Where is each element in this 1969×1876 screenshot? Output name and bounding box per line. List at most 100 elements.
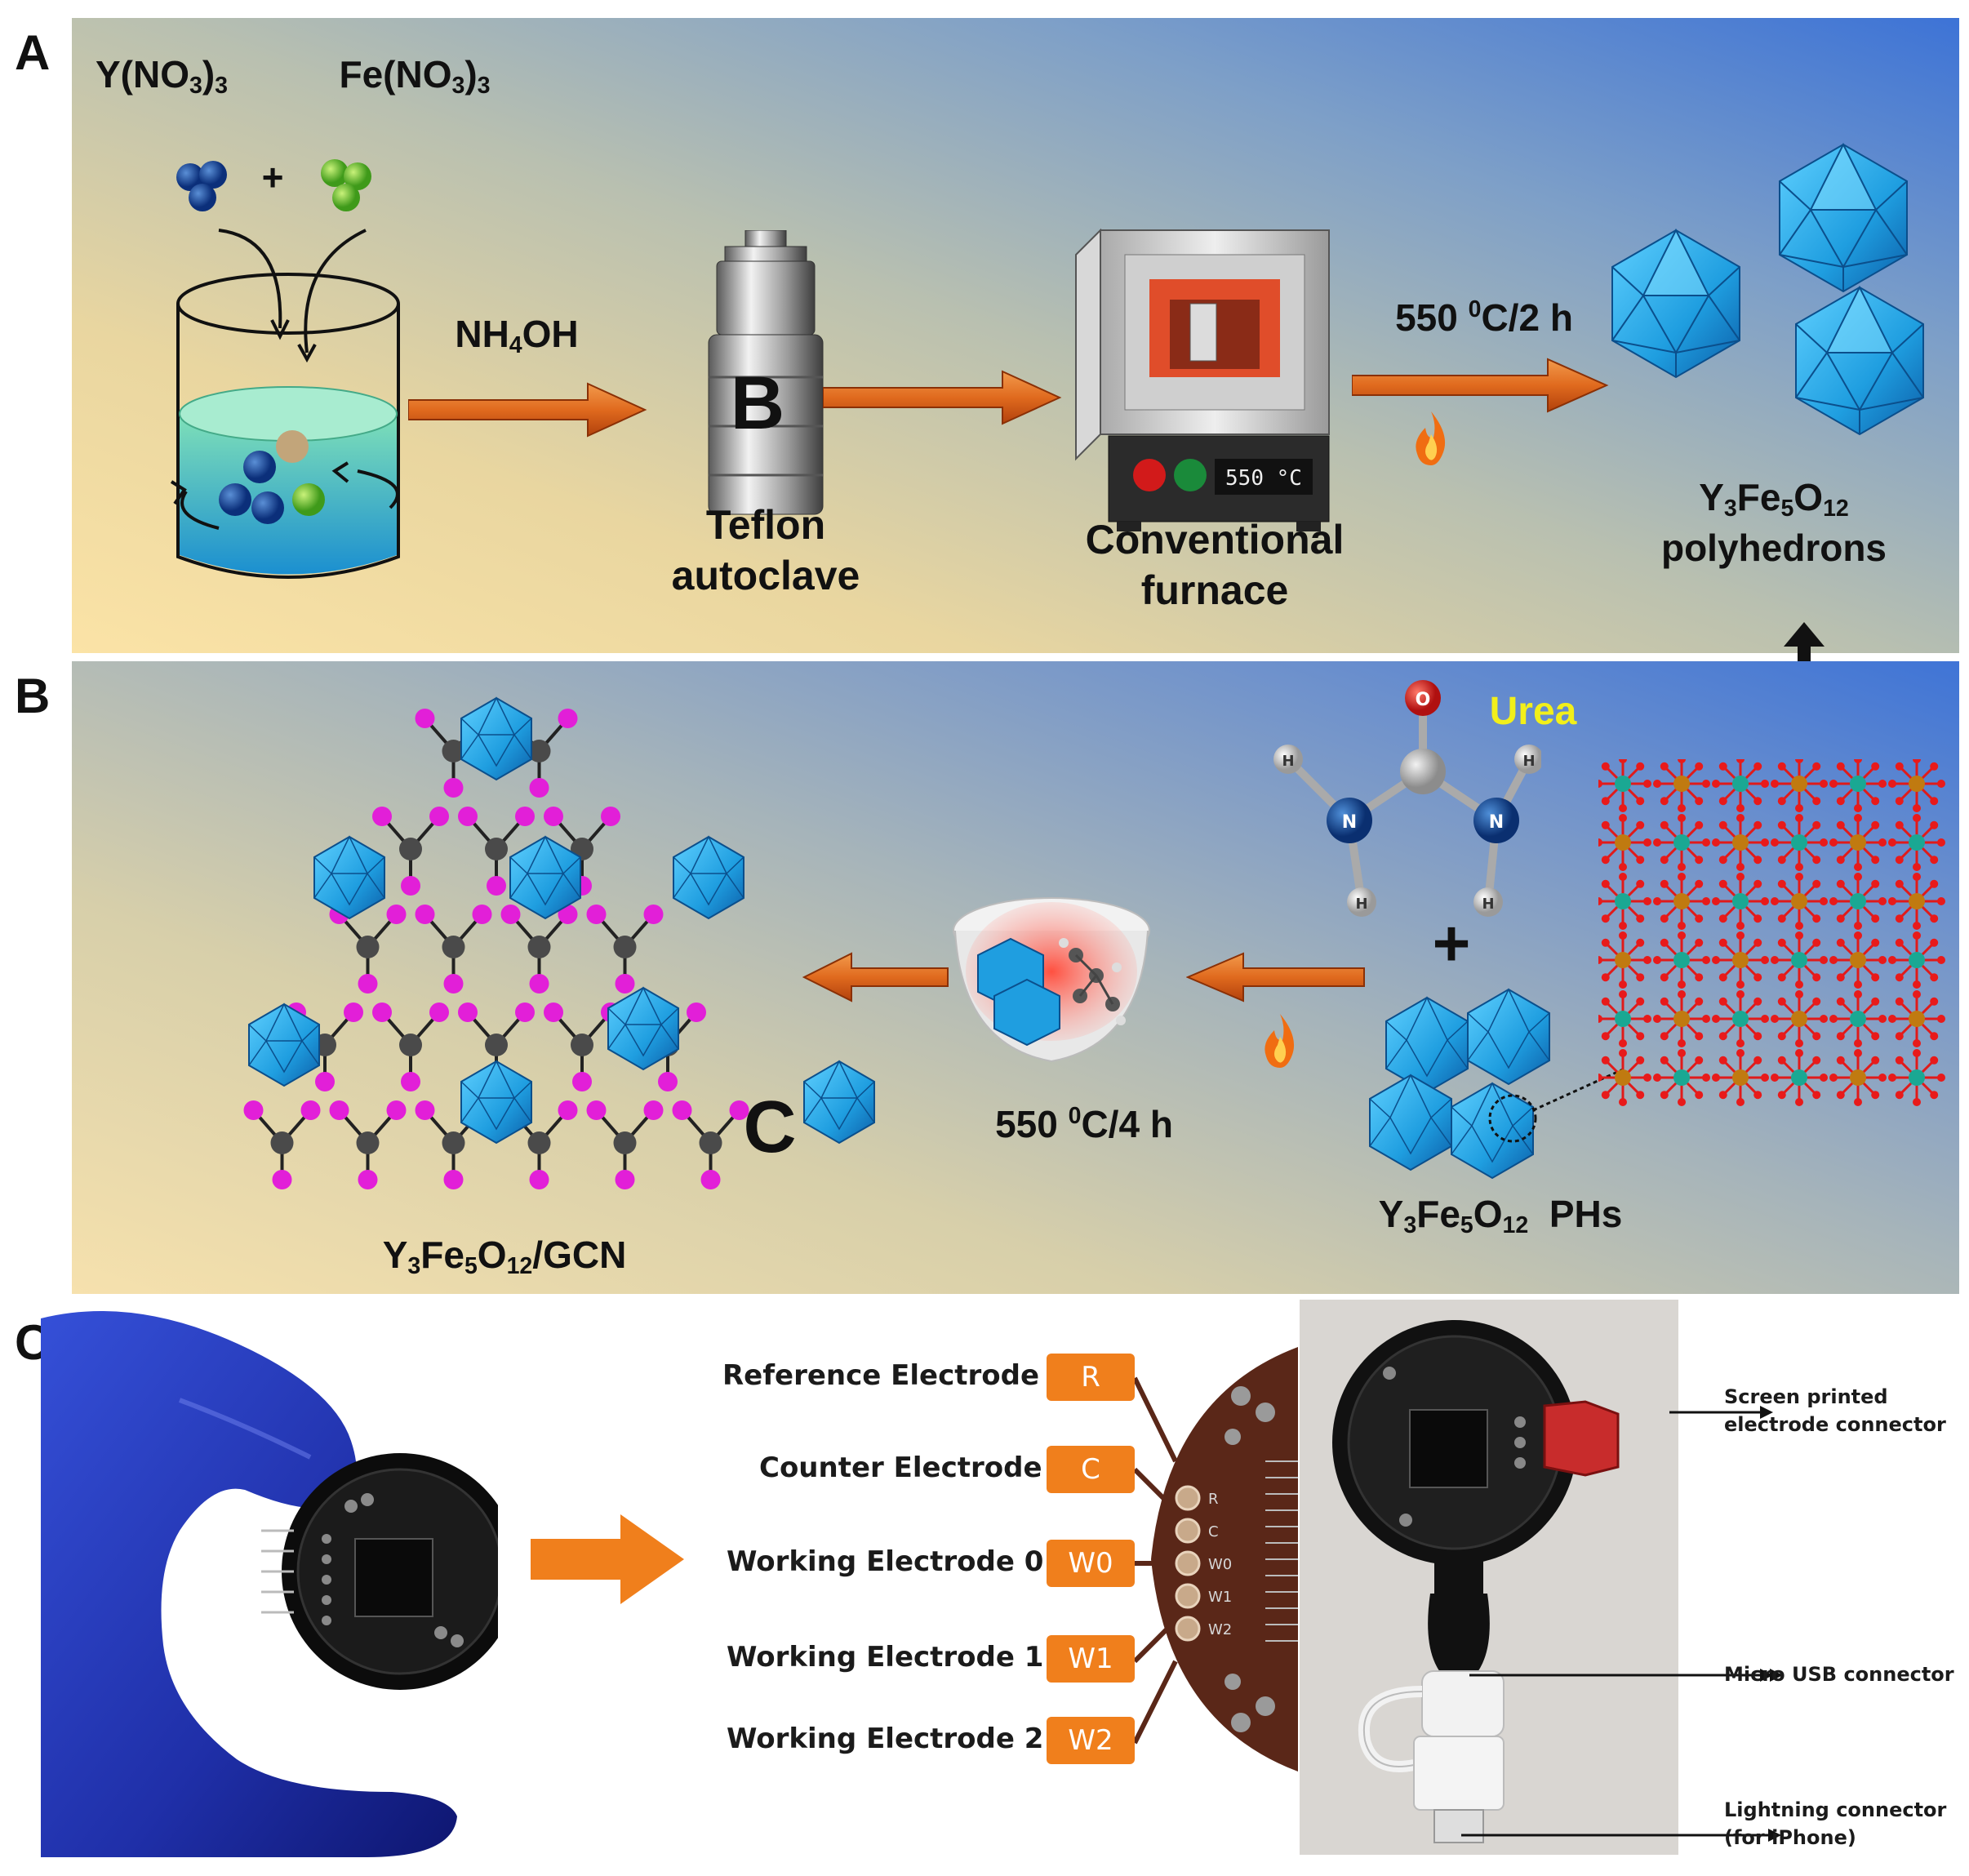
carbon-atom [399,838,422,860]
precursor-label: Y3Fe5O12 PHs [1378,1193,1623,1239]
urea-molecule-icon: O N N H H H H [1273,680,1541,917]
carbon-atom [527,936,551,958]
pin-header-icon [261,1529,294,1614]
nitrogen-atom [558,709,578,728]
lattice-atom [1615,952,1631,968]
lattice-atom [1850,952,1866,968]
ph-cluster-icon [1369,989,1623,1179]
nitrogen-atom [272,1170,292,1189]
panel-a-synthesis: Y(NO3)3 Fe(NO3)3 + [72,18,1959,653]
product-formula-a: Y3Fe5O12 [1699,476,1849,522]
svg-text:N: N [1489,812,1504,833]
polyhedron-crystals-icon [1611,144,1924,435]
flame-icon [1416,411,1446,465]
electrode-name: Working Electrode 1 [727,1641,1044,1674]
reagent-yttrium-nitrate: Y(NO3)3 [95,53,229,100]
nitrogen-atom [643,1100,664,1120]
composite-label: Y3Fe5O12/GCN [382,1234,627,1280]
svg-text:R: R [1208,1491,1219,1508]
connector-label-lightning: Lightning connector(for iPhone) [1724,1798,1947,1849]
nitrogen-atom [358,974,378,994]
condition-label-b: 550 0C/4 h [995,1102,1173,1145]
svg-text:W1: W1 [1208,1589,1232,1606]
arrow-right-icon [531,1514,684,1604]
carbon-atom [613,936,637,958]
nitrogen-atom [500,905,521,924]
carbon-atom [399,1034,422,1056]
arrow-left-icon [1186,952,1365,1002]
carbon-atom [356,1131,380,1154]
nitrogen-atom [586,905,607,924]
nitrogen-atom [415,709,435,728]
nitrogen-atom [386,1100,407,1120]
pointer-arrows [1665,1406,1773,1682]
potentiostat-device-icon [282,1453,498,1690]
carbon-atom [613,1131,637,1154]
nitrogen-atom [529,1170,549,1189]
nitrogen-atom [443,778,464,798]
yttrium-cluster [176,161,227,211]
lattice-atom [1909,1069,1925,1086]
nitrogen-atom [472,905,492,924]
device-hand-photo [41,1302,498,1857]
nitrogen-atom [358,1170,378,1189]
nitrogen-atom [315,1072,335,1091]
arrow-right-icon [1352,358,1609,413]
lattice-atom [1791,893,1807,909]
lattice-atom [1791,952,1807,968]
arrow-left-icon [802,952,949,1002]
condition-label-a: 550 0C/2 h [1395,296,1573,339]
nitrogen-atom [344,1002,363,1022]
nitrogen-atom [558,1100,578,1120]
composite-letter: C [743,1087,797,1168]
nitrogen-atom [529,974,549,994]
flame-icon [1265,1014,1295,1068]
lattice-atom [1909,834,1925,851]
lattice-atom [1909,1011,1925,1027]
carbon-atom [571,1034,593,1056]
nitrogen-atom [586,1100,607,1120]
svg-text:H: H [1482,896,1494,913]
nitrogen-atom [443,974,464,994]
autoclave-letter: B [730,362,785,445]
nitrogen-atom [615,974,635,994]
nitrogen-atom [300,1100,321,1120]
nitrogen-atom [572,1072,592,1091]
panel-b-composite: C Y3Fe5O12/GCN 550 0C/4 h [72,661,1959,1294]
product-label-a: polyhedrons [1660,527,1887,569]
electrode-code-box: C [1047,1446,1135,1493]
carbon-atom [442,740,465,762]
lattice-atom [1673,776,1690,792]
lattice-atom [1615,834,1631,851]
lattice-atom [1732,893,1749,909]
device-connector-photo [1300,1300,1678,1855]
reagent-iron-nitrate: Fe(NO3)3 [339,53,491,100]
lattice-atom [1791,834,1807,851]
electrode-name: Counter Electrode [759,1451,1042,1484]
nitrogen-atom [443,1170,464,1189]
lattice-atom [1791,1011,1807,1027]
nitrogen-atom [458,1002,478,1022]
nitrogen-atom [700,1170,721,1189]
nitrogen-atom [729,1100,749,1120]
crucible-icon [953,897,1150,1063]
nitrogen-atom [687,1002,706,1022]
electrode-name: Working Electrode 0 [727,1545,1044,1578]
nitrogen-atom [429,1002,449,1022]
svg-text:O: O [1416,690,1431,710]
arrow-right-icon [823,370,1062,425]
lattice-atom [1850,1011,1866,1027]
panel-letter-b: B [15,669,51,723]
pcb-closeup-icon: R C W0 W1 W2 [1135,1347,1298,1772]
nitrogen-atom [243,1100,264,1120]
plus-sign: + [261,156,284,198]
lattice-atom [1850,776,1866,792]
nitrogen-atom [529,778,549,798]
carbon-atom [270,1131,294,1154]
lattice-atom [1732,1011,1749,1027]
lattice-atom [1673,1011,1690,1027]
plus-sign-b: + [1432,907,1471,980]
crystal-structure-icon [1598,759,1945,1106]
